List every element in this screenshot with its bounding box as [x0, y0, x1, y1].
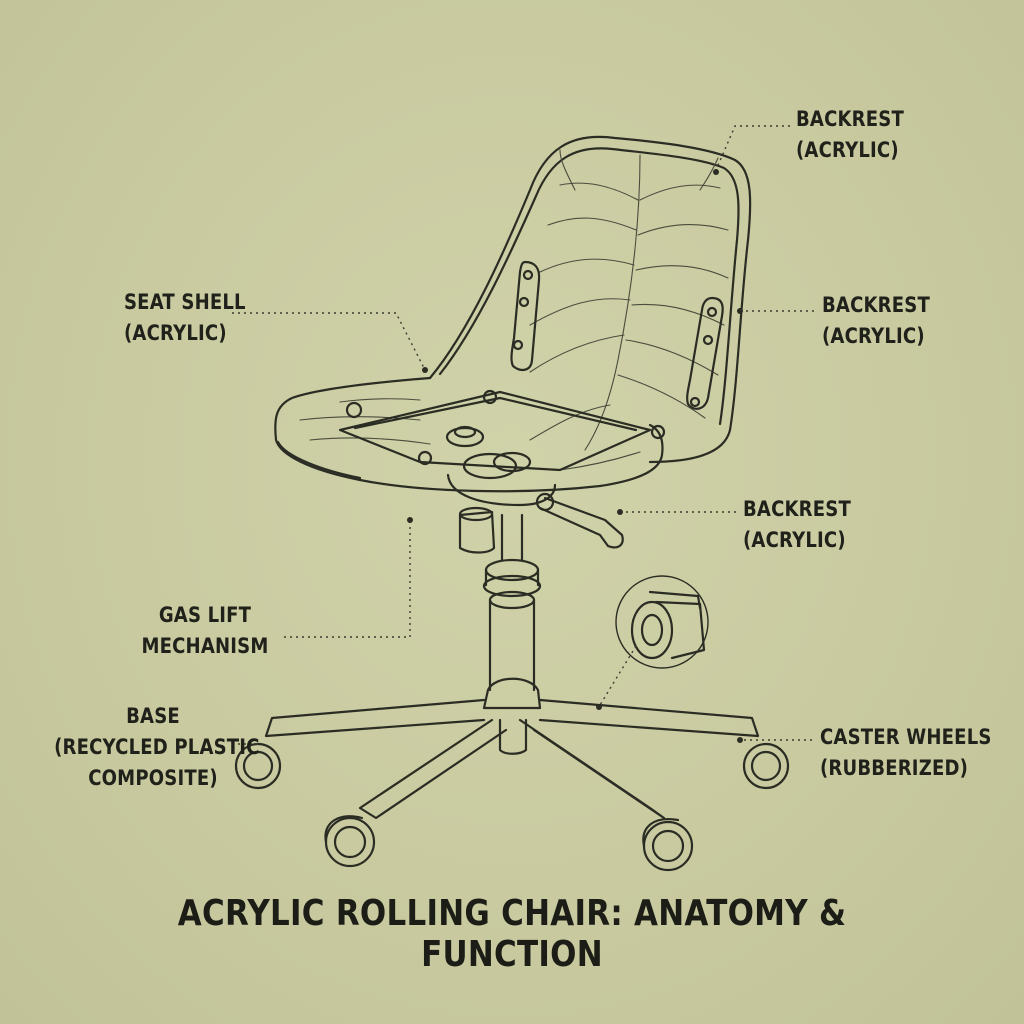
leader-dots — [407, 169, 743, 743]
callout-seat-shell: SEAT SHELL (ACRYLIC) — [124, 287, 246, 349]
base-star — [264, 677, 760, 820]
callout-material-line2: COMPOSITE) — [88, 766, 218, 790]
callout-material: (RECYCLED PLASTIC — [54, 735, 260, 759]
callout-material: (ACRYLIC) — [124, 321, 227, 345]
caster-wheels — [234, 742, 790, 872]
callout-backrest-right: BACKREST (ACRYLIC) — [822, 290, 930, 352]
callout-label: BACKREST — [743, 497, 851, 521]
callout-label: SEAT SHELL — [124, 290, 246, 314]
callout-caster-wheels: CASTER WHEELS (RUBBERIZED) — [820, 722, 992, 784]
callout-label: BACKREST — [796, 107, 904, 131]
callout-base: BASE (RECYCLED PLASTIC COMPOSITE) — [54, 701, 260, 794]
callout-material: (ACRYLIC) — [822, 324, 925, 348]
callout-backrest-top: BACKREST (ACRYLIC) — [796, 104, 904, 166]
callout-label: BACKREST — [822, 293, 930, 317]
callout-label: BASE — [126, 704, 180, 728]
leader-lines — [232, 125, 814, 745]
callout-label-line2: MECHANISM — [141, 634, 269, 658]
caster-detail-inset — [615, 575, 709, 669]
callout-material: (RUBBERIZED) — [820, 756, 969, 780]
callout-material: (ACRYLIC) — [743, 528, 846, 552]
backrest-shell — [428, 135, 752, 464]
callout-label: GAS LIFT — [158, 603, 252, 627]
callout-material: (ACRYLIC) — [796, 138, 899, 162]
callout-backrest-lever: BACKREST (ACRYLIC) — [743, 494, 851, 556]
callout-gas-lift: GAS LIFT MECHANISM — [132, 600, 278, 662]
seat-frame — [338, 389, 666, 554]
callout-label: CASTER WHEELS — [820, 725, 992, 749]
gas-lift-column — [482, 513, 542, 692]
seat-shell — [274, 376, 664, 493]
diagram-title: ACRYLIC ROLLING CHAIR: ANATOMY & FUNCTIO… — [177, 893, 847, 975]
